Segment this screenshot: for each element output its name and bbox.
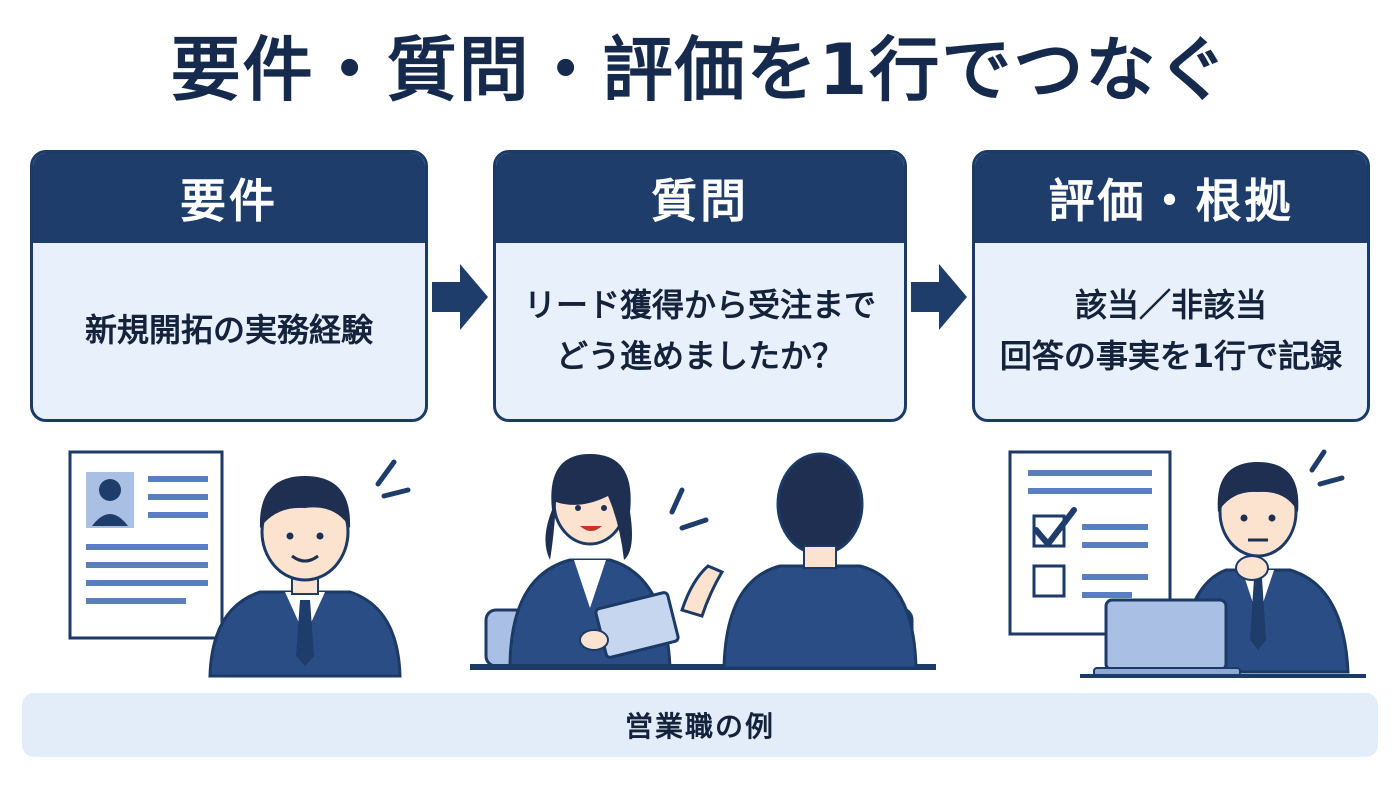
page-title: 要件・質問・評価を1行でつなぐ bbox=[170, 29, 1230, 111]
evaluation-card: 評価・根拠 該当／非該当 回答の事実を1行で記録 bbox=[972, 150, 1370, 422]
requirement-card-body: 新規開拓の実務経験 bbox=[33, 243, 425, 419]
evaluation-text-line-2: 回答の事実を1行で記録 bbox=[999, 337, 1343, 375]
evaluation-card-body: 該当／非該当 回答の事実を1行で記録 bbox=[975, 243, 1367, 419]
desk bbox=[470, 664, 936, 670]
question-text-line-2: どう進めましたか？ bbox=[555, 337, 844, 375]
requirement-card: 要件 新規開拓の実務経験 bbox=[30, 150, 428, 422]
arrow-right-icon bbox=[911, 264, 967, 330]
requirement-text-line: 新規開拓の実務経験 bbox=[84, 311, 373, 350]
candidate-person-icon bbox=[208, 459, 411, 678]
question-text-line-1: リード獲得から受注まで bbox=[523, 285, 876, 324]
requirement-card-header: 要件 bbox=[33, 153, 425, 243]
candidate-resume-illustration bbox=[68, 450, 411, 678]
footer-caption: 営業職の例 bbox=[22, 693, 1378, 757]
arrow-right-icon bbox=[432, 264, 488, 330]
evaluator-illustration bbox=[1008, 449, 1366, 678]
evaluation-text-line-1: 該当／非該当 bbox=[1074, 285, 1267, 324]
desk bbox=[1080, 674, 1366, 678]
interview-illustration bbox=[470, 452, 936, 670]
question-card: 質問 リード獲得から受注まで どう進めましたか？ bbox=[493, 150, 907, 422]
resume-document-icon bbox=[68, 450, 224, 640]
checklist-document-icon bbox=[1008, 450, 1172, 636]
interviewer-person-icon bbox=[484, 454, 725, 670]
evaluation-card-header: 評価・根拠 bbox=[975, 153, 1367, 243]
question-card-header: 質問 bbox=[496, 153, 904, 243]
laptop-icon bbox=[1093, 598, 1241, 677]
question-card-body: リード獲得から受注まで どう進めましたか？ bbox=[496, 243, 904, 419]
interviewee-person-icon bbox=[722, 452, 918, 670]
